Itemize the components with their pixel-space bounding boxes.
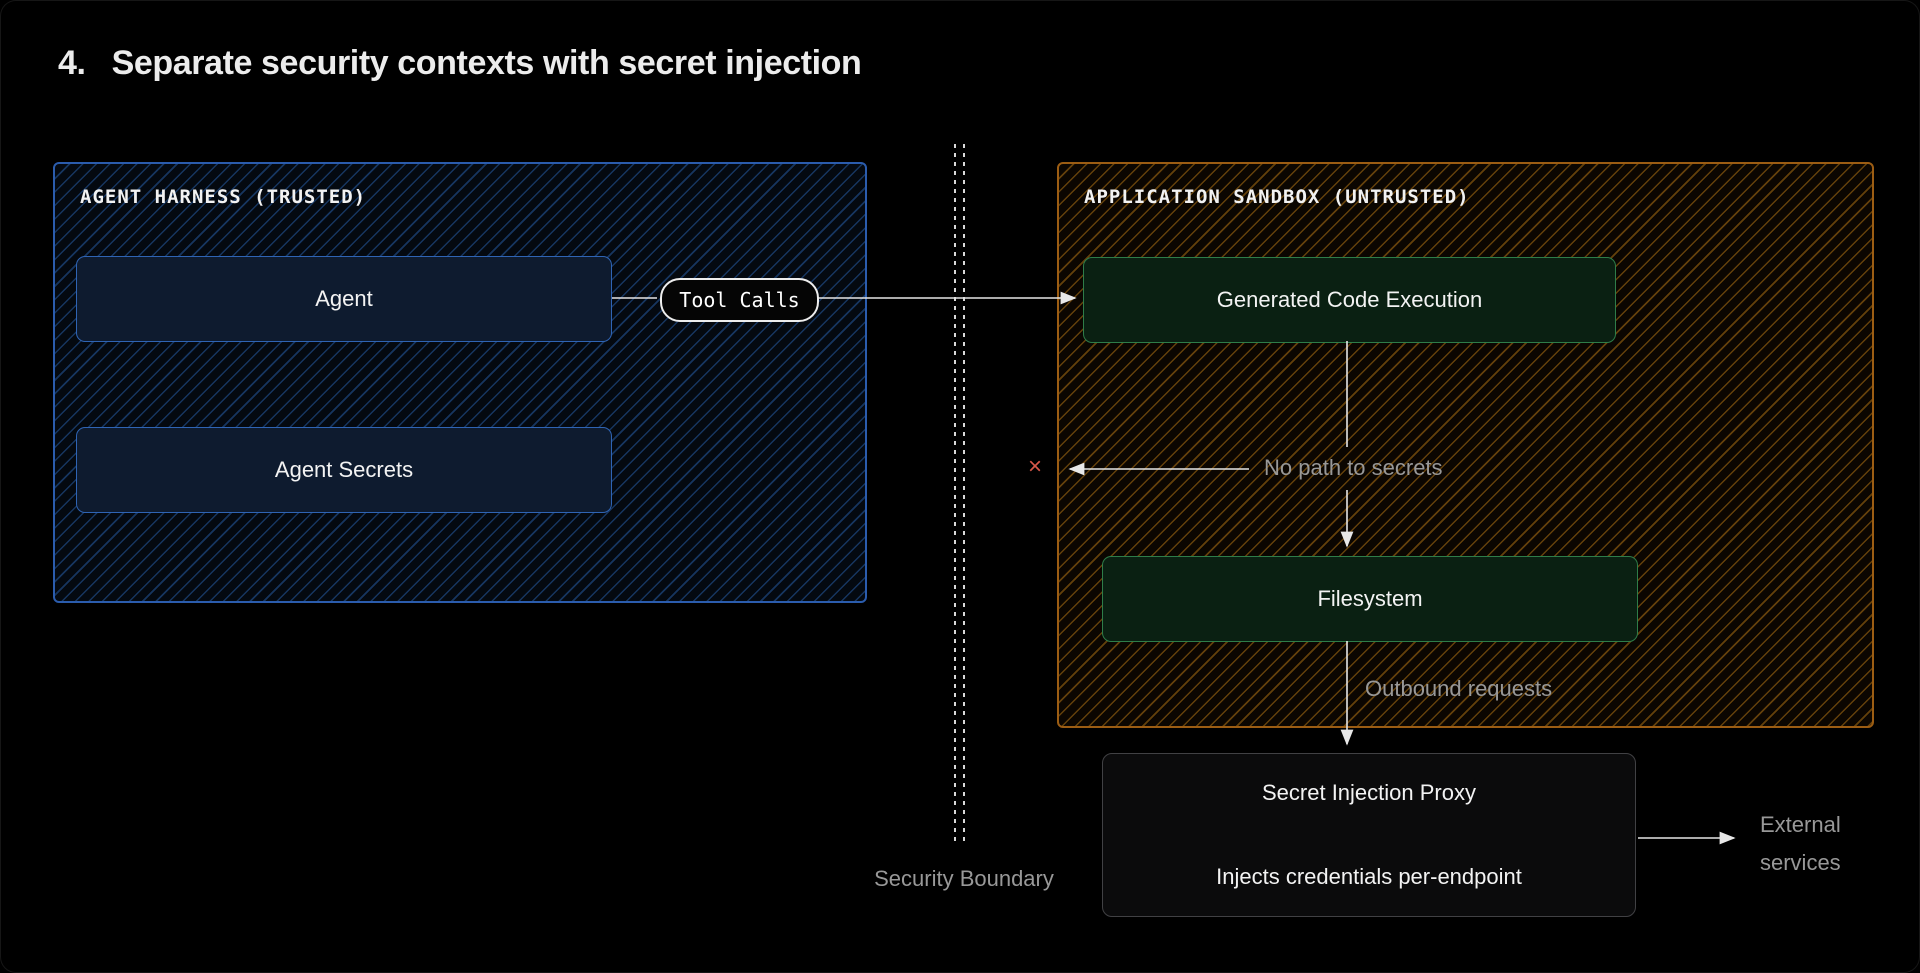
tool-calls-pill: Tool Calls [660, 278, 819, 322]
node-agent-label: Agent [315, 286, 373, 311]
proxy-subtitle: Injects credentials per-endpoint [1216, 864, 1522, 889]
node-generated-code-execution-label: Generated Code Execution [1216, 287, 1483, 312]
security-boundary-line [963, 144, 965, 841]
node-generated-code-execution: Generated Code Execution [1083, 257, 1616, 343]
node-agent-secrets-label: Agent Secrets [274, 457, 414, 482]
node-filesystem-label: Filesystem [1317, 586, 1423, 611]
security-boundary-label: Security Boundary [874, 866, 1054, 891]
outbound-requests-label: Outbound requests [1365, 676, 1553, 701]
page-title-text: Separate security contexts with secret i… [111, 44, 862, 82]
external-services-line2: services [1760, 850, 1841, 875]
security-boundary-line [954, 144, 956, 841]
node-filesystem: Filesystem [1102, 556, 1638, 642]
page-title: 4. Separate security contexts with secre… [58, 44, 862, 83]
blocked-x-icon: × [1027, 453, 1042, 480]
agent-harness-label: AGENT HARNESS (TRUSTED) [80, 186, 367, 208]
external-services-label: External services [1760, 806, 1841, 882]
node-secret-injection-proxy: Secret Injection Proxy Injects credentia… [1102, 753, 1636, 917]
no-path-to-secrets-label: No path to secrets [1264, 455, 1443, 480]
agent-harness-group: AGENT HARNESS (TRUSTED) [53, 162, 867, 603]
application-sandbox-group: APPLICATION SANDBOX (UNTRUSTED) [1057, 162, 1874, 728]
node-agent-secrets: Agent Secrets [76, 427, 612, 513]
page-title-number: 4. [58, 44, 86, 82]
external-services-line1: External [1760, 812, 1841, 837]
application-sandbox-label: APPLICATION SANDBOX (UNTRUSTED) [1084, 186, 1470, 208]
proxy-title: Secret Injection Proxy [1262, 780, 1476, 805]
tool-calls-label: Tool Calls [679, 288, 800, 312]
node-agent: Agent [76, 256, 612, 342]
